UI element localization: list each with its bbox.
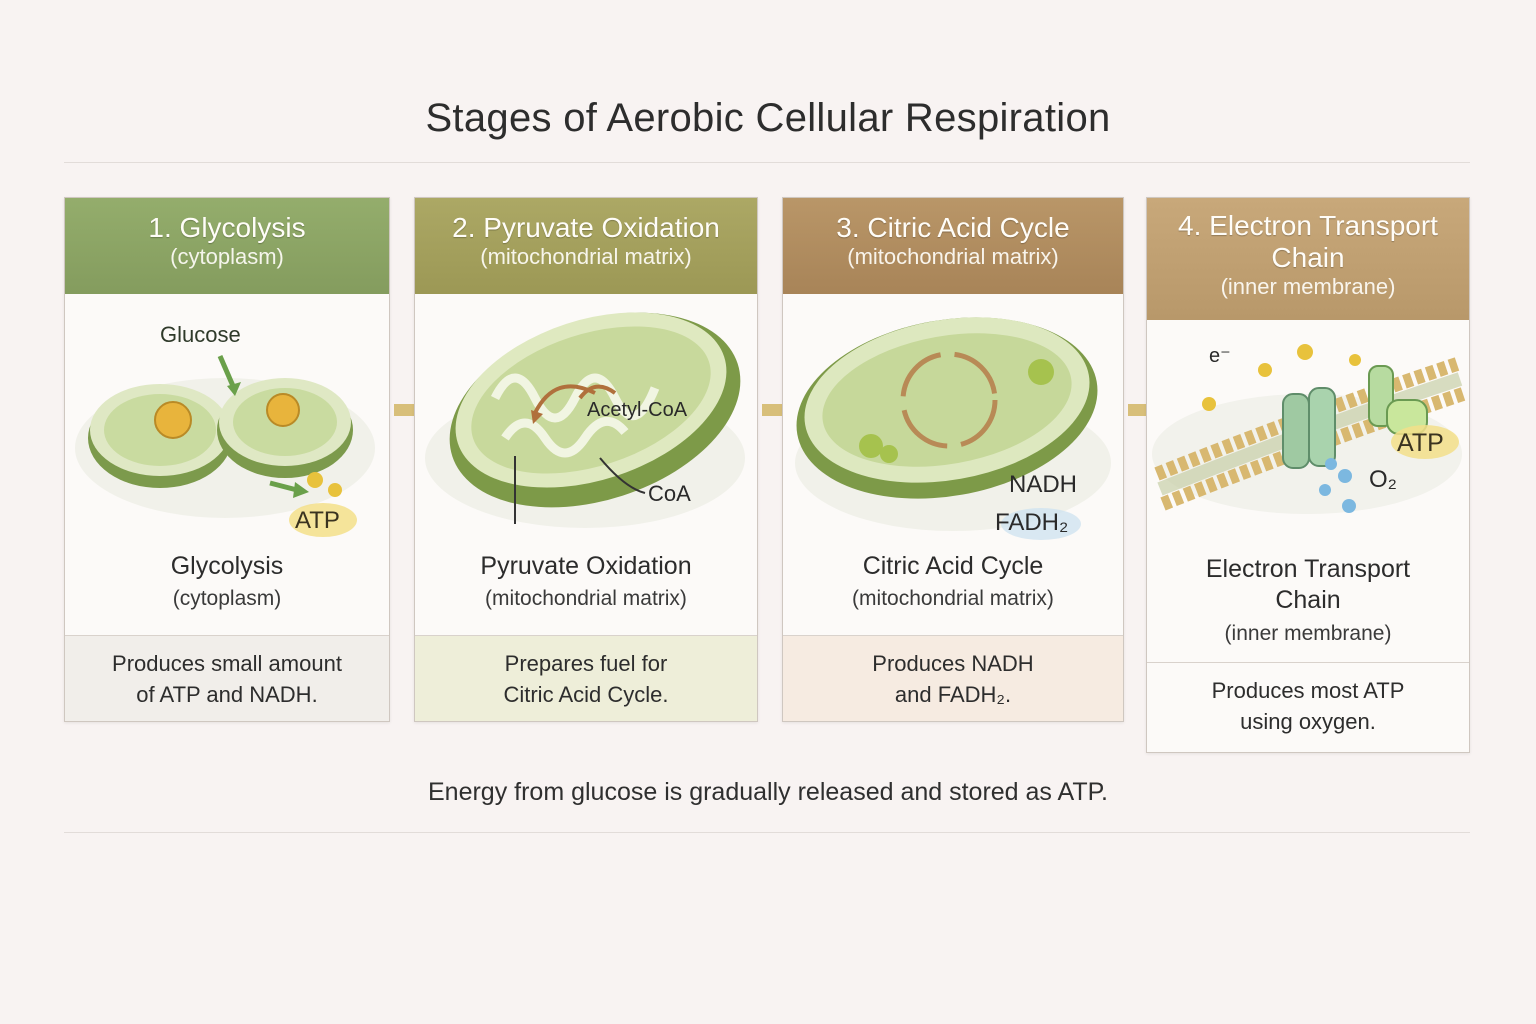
- stage-label-citric-acid-cycle: Citric Acid Cycle (mitochondrial matrix): [783, 552, 1123, 611]
- stage-description-pyruvate-oxidation: Prepares fuel for Citric Acid Cycle.: [415, 635, 757, 721]
- stage-header-pyruvate-oxidation: 2. Pyruvate Oxidation (mitochondrial mat…: [415, 198, 757, 294]
- nadh-label: NADH: [1009, 471, 1077, 498]
- stage-panel-citric-acid-cycle: 3. Citric Acid Cycle (mitochondrial matr…: [782, 197, 1124, 722]
- description-line: and FADH₂.: [894, 682, 1012, 707]
- description-line: Produces small amount: [112, 651, 342, 676]
- description-line: of ATP and NADH.: [136, 682, 318, 707]
- stage-header-location: (cytoplasm): [170, 244, 284, 269]
- stage-label-title-line: Electron Transport: [1205, 555, 1411, 583]
- membrane-illustration: e⁻ ATP O₂: [1152, 344, 1466, 514]
- stage-label-location: (cytoplasm): [172, 587, 282, 610]
- mitochondrion-illustration: Acetyl-CoA CoA: [425, 312, 745, 528]
- description-line: using oxygen.: [1240, 709, 1376, 734]
- stage-label-location: (mitochondrial matrix): [485, 587, 687, 610]
- description-line: Prepares fuel for: [504, 651, 668, 676]
- stage-header-electron-transport-chain: 4. Electron Transport Chain (inner membr…: [1147, 198, 1469, 320]
- description-line: Produces most ATP: [1211, 678, 1405, 703]
- stage-header-title-line: Chain: [1271, 242, 1345, 273]
- stage-header-location: (inner membrane): [1220, 274, 1396, 299]
- stage-panel-glycolysis: 1. Glycolysis (cytoplasm) Glucose ATP Gl…: [64, 197, 390, 722]
- stage-label-electron-transport-chain: Electron Transport Chain (inner membrane…: [1147, 554, 1469, 646]
- stage-panel-electron-transport-chain: 4. Electron Transport Chain (inner membr…: [1146, 197, 1470, 753]
- oxygen-label: O₂: [1369, 466, 1397, 493]
- bottom-divider: [64, 832, 1470, 833]
- description-line: Citric Acid Cycle.: [503, 682, 669, 707]
- stage-description-glycolysis: Produces small amount of ATP and NADH.: [65, 635, 389, 721]
- stage-panel-pyruvate-oxidation: 2. Pyruvate Oxidation (mitochondrial mat…: [414, 197, 758, 722]
- acetyl-coa-label: Acetyl-CoA: [587, 399, 688, 421]
- stage-label-glycolysis: Glycolysis (cytoplasm): [65, 552, 389, 611]
- stage-header-location: (mitochondrial matrix): [480, 244, 692, 269]
- stage-header-title: 3. Citric Acid Cycle: [836, 212, 1070, 243]
- stage-label-title: Citric Acid Cycle: [862, 552, 1044, 580]
- stage-label-title-line: Chain: [1275, 586, 1341, 614]
- stage-header-title: 1. Glycolysis: [148, 212, 306, 243]
- stage-label-location: (mitochondrial matrix): [852, 587, 1054, 610]
- atp-label: ATP: [295, 507, 340, 534]
- stage-description-electron-transport-chain: Produces most ATP using oxygen.: [1147, 662, 1469, 752]
- description-line: Produces NADH: [872, 651, 1034, 676]
- stage-header-title: 2. Pyruvate Oxidation: [452, 212, 720, 243]
- coa-label: CoA: [648, 481, 691, 506]
- top-divider: [64, 162, 1470, 163]
- stage-label-title: Pyruvate Oxidation: [480, 552, 692, 580]
- stage-header-citric-acid-cycle: 3. Citric Acid Cycle (mitochondrial matr…: [783, 198, 1123, 294]
- stage-header-glycolysis: 1. Glycolysis (cytoplasm): [65, 198, 389, 294]
- electron-label: e⁻: [1209, 345, 1231, 367]
- diagram-footer-caption: Energy from glucose is gradually release…: [427, 778, 1108, 806]
- stage-label-title: Glycolysis: [170, 552, 284, 580]
- stage-description-citric-acid-cycle: Produces NADH and FADH₂.: [783, 635, 1123, 721]
- glycolysis-cell-illustration: Glucose ATP: [75, 322, 375, 537]
- stage-header-location: (mitochondrial matrix): [847, 244, 1059, 269]
- fadh2-label: FADH₂: [995, 509, 1068, 536]
- atp-label: ATP: [1397, 429, 1444, 457]
- stage-header-title-line: 4. Electron Transport: [1178, 210, 1438, 241]
- citric-acid-cycle-illustration: NADH FADH₂: [795, 317, 1111, 540]
- stage-label-location: (inner membrane): [1224, 622, 1392, 645]
- glucose-label: Glucose: [160, 322, 241, 347]
- diagram-title: Stages of Aerobic Cellular Respiration: [425, 96, 1111, 140]
- stage-label-pyruvate-oxidation: Pyruvate Oxidation (mitochondrial matrix…: [415, 552, 757, 611]
